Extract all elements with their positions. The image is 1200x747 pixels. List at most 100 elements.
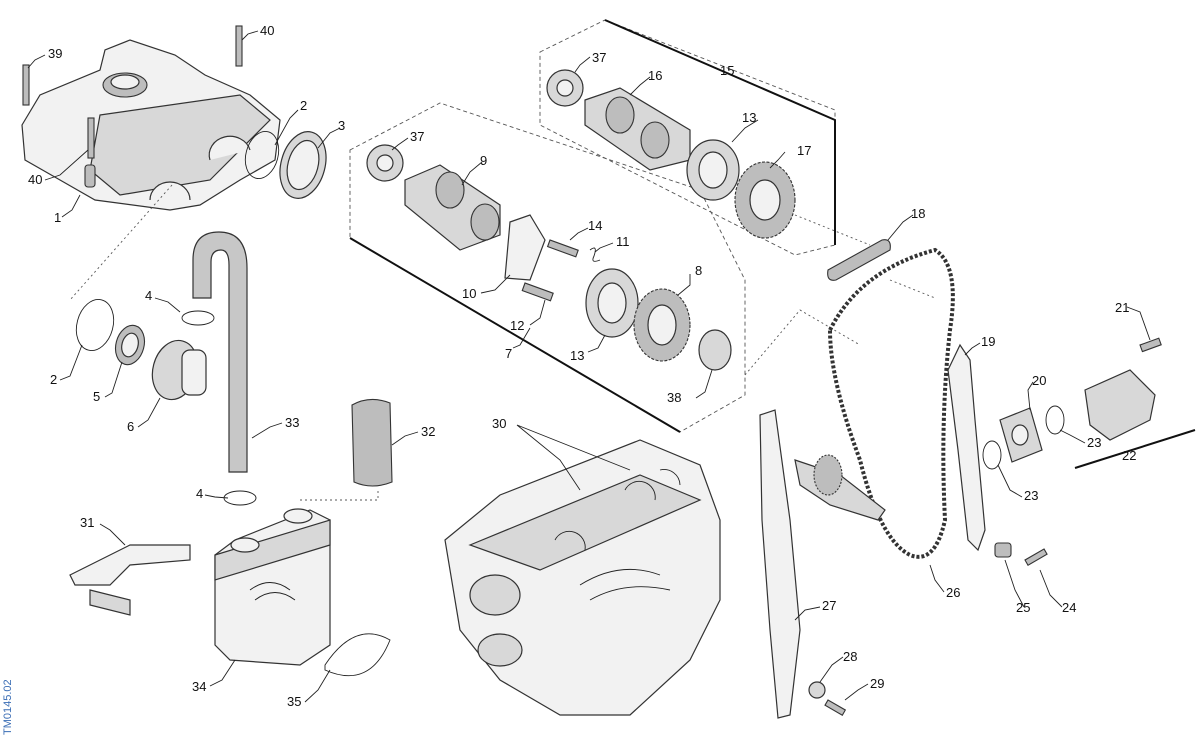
tensioner-bolt-21 xyxy=(1139,337,1162,353)
tank-logo xyxy=(249,582,296,601)
callout-7: 7 xyxy=(505,346,512,361)
assembly-line-18 xyxy=(794,214,871,246)
spacer-25 xyxy=(994,542,1012,558)
crank-sprocket xyxy=(813,454,843,496)
tensioner-gasket-20-hole xyxy=(1011,424,1029,446)
cylinder-head-deck xyxy=(468,474,702,571)
callout-29: 29 xyxy=(870,676,884,691)
callout-13-intake: 13 xyxy=(570,348,584,363)
leader-lines xyxy=(27,30,1151,703)
callout-22: 22 xyxy=(1122,448,1136,463)
valve-cover-oil-port-inner xyxy=(110,74,140,90)
callout-19: 19 xyxy=(981,334,995,349)
chain-tensioner-22 xyxy=(1084,369,1156,441)
bearing-shell-30b xyxy=(624,480,656,501)
cam-lobe-9b xyxy=(470,203,500,241)
tank-port-1 xyxy=(230,537,260,553)
bearing-37-right-inner xyxy=(556,79,574,97)
spring-11 xyxy=(589,247,601,262)
breather-elbow-6 xyxy=(181,349,207,396)
callout-2-lower: 2 xyxy=(50,372,57,387)
bracket-31-foot xyxy=(89,589,131,616)
bolt-40-left xyxy=(87,117,95,159)
assembly-line-filter xyxy=(300,490,379,501)
bolt-39 xyxy=(22,64,30,106)
callout-10: 10 xyxy=(462,286,476,301)
callout-39: 39 xyxy=(48,46,62,61)
timing-chain-26 xyxy=(827,247,955,559)
callout-2-upper: 2 xyxy=(300,98,307,113)
assembly-line-chain-top xyxy=(889,279,936,299)
callout-34: 34 xyxy=(192,679,206,694)
breather-tank-top xyxy=(214,519,331,581)
gear-38 xyxy=(698,329,732,371)
valve-cover-boss xyxy=(84,164,96,188)
callout-21: 21 xyxy=(1115,300,1129,315)
tank-port-2 xyxy=(283,508,313,524)
callout-labels: 1 2 2 3 4 4 5 6 7 8 9 10 11 12 13 13 14 … xyxy=(28,23,1136,709)
callout-16: 16 xyxy=(648,68,662,83)
guide-pad-18 xyxy=(827,239,891,281)
callout-4-upper: 4 xyxy=(145,288,152,303)
chain-tensioner-blade-19 xyxy=(947,343,986,552)
pin-14 xyxy=(546,239,579,258)
cylinder-head-port-2 xyxy=(477,633,523,667)
callout-11: 11 xyxy=(616,234,630,249)
callout-30: 30 xyxy=(492,416,506,431)
screw-24 xyxy=(1024,548,1048,566)
cam-lobe-16b xyxy=(640,121,670,159)
callout-26: 26 xyxy=(946,585,960,600)
cylinder-head-logo xyxy=(579,568,671,601)
callout-32: 32 xyxy=(421,424,435,439)
cam-lobe-9a xyxy=(435,171,465,209)
assembly-line-chain xyxy=(744,309,861,376)
callout-40-top: 40 xyxy=(260,23,274,38)
clamp-4-lower xyxy=(223,490,257,506)
o-ring-23-left xyxy=(982,440,1002,470)
callout-14: 14 xyxy=(588,218,602,233)
callout-6: 6 xyxy=(127,419,134,434)
seal-5-inner xyxy=(121,332,139,358)
bearing-shell-30c xyxy=(659,469,681,486)
callout-3: 3 xyxy=(338,118,345,133)
bearing-shell-30a xyxy=(554,530,586,551)
camshaft-16 xyxy=(584,87,691,171)
bracket-22 xyxy=(1074,429,1196,469)
o-ring-23-right xyxy=(1045,405,1065,435)
bearing-13-exhaust-inner xyxy=(698,151,728,189)
valve-cover-cam-arch-2 xyxy=(208,135,251,161)
callout-18: 18 xyxy=(911,206,925,221)
cover-bolts xyxy=(22,25,243,159)
decompressor-lever-10 xyxy=(504,214,546,281)
camshaft-group-outlines xyxy=(349,19,1196,469)
cylinder-head xyxy=(444,439,721,716)
washer-28 xyxy=(808,681,826,699)
bearing-37-left-inner xyxy=(376,154,394,172)
clamp-4-upper xyxy=(181,310,215,326)
callout-9: 9 xyxy=(480,153,487,168)
callout-1: 1 xyxy=(54,210,61,225)
callout-5: 5 xyxy=(93,389,100,404)
filter-element-32 xyxy=(351,398,393,487)
cylinder-head-port-1 xyxy=(469,574,521,616)
breather-hose-33 xyxy=(192,231,248,473)
callout-15: 15 xyxy=(720,63,734,78)
callout-13-exhaust: 13 xyxy=(742,110,756,125)
assembly-line-cover xyxy=(69,184,173,301)
callout-40-left: 40 xyxy=(28,172,42,187)
document-id: TM0145.02 xyxy=(2,679,14,735)
callout-24: 24 xyxy=(1062,600,1076,615)
callout-38: 38 xyxy=(667,390,681,405)
callout-37-left: 37 xyxy=(410,129,424,144)
callout-8: 8 xyxy=(695,263,702,278)
callout-37-right: 37 xyxy=(592,50,606,65)
callout-31: 31 xyxy=(80,515,94,530)
bearing-13-intake-inner xyxy=(597,282,627,324)
pin-12 xyxy=(521,282,554,302)
cam-lobe-16a xyxy=(605,96,635,134)
sprocket-8-hub xyxy=(647,304,677,346)
callout-20: 20 xyxy=(1032,373,1046,388)
intake-camshaft-group-outline xyxy=(349,102,746,433)
